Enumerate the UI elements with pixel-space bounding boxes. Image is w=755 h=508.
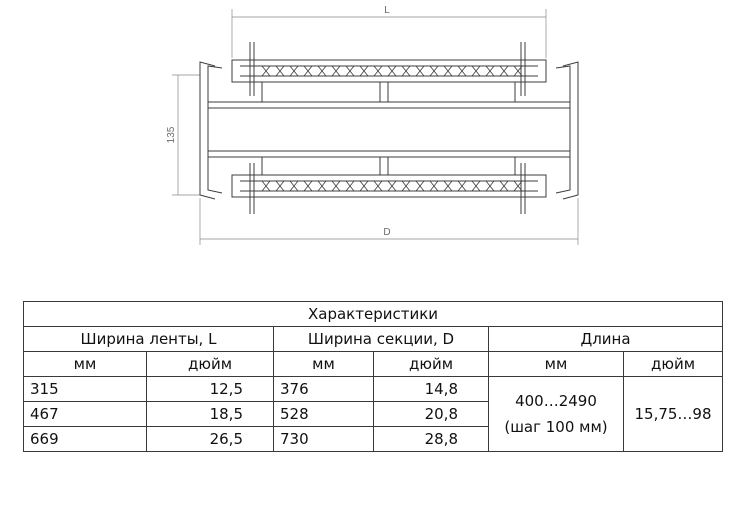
unit-header: мм	[23, 351, 147, 377]
belt-width-in: 18,5	[146, 401, 274, 427]
belt-link-line	[345, 65, 355, 77]
belt-link-line	[387, 65, 397, 77]
unit-header: дюйм	[373, 351, 489, 377]
belt-link-line	[499, 65, 509, 77]
group-length: Длина	[488, 326, 723, 352]
section-width-in: 20,8	[373, 401, 489, 427]
belt-link-line	[303, 180, 313, 192]
belt-link-line	[317, 65, 327, 77]
belt-link-line	[261, 65, 271, 77]
belt-link-line	[387, 180, 397, 192]
belt-link-line	[513, 180, 523, 192]
belt-link-line	[457, 180, 467, 192]
belt-link-line	[373, 65, 383, 77]
section-width-in: 14,8	[373, 376, 489, 402]
length-mm-range: 400…2490	[515, 392, 597, 410]
belt-width-mm: 467	[23, 401, 147, 427]
belt-link-line	[401, 65, 411, 77]
belt-link-line	[359, 180, 369, 192]
unit-header: мм	[488, 351, 624, 377]
length-mm-step: (шаг 100 мм)	[504, 418, 608, 436]
belt-link-line	[485, 65, 495, 77]
belt-link-line	[429, 180, 439, 192]
length-mm: 400…2490 (шаг 100 мм)	[488, 376, 624, 452]
belt-link-line	[513, 65, 523, 77]
dimension-label-l: L	[384, 5, 390, 16]
belt-link-line	[345, 180, 355, 192]
unit-header: мм	[273, 351, 374, 377]
belt-link-line	[373, 180, 383, 192]
unit-header: дюйм	[623, 351, 723, 377]
belt-link-line	[331, 65, 341, 77]
section-width-mm: 730	[273, 426, 374, 452]
belt-link-line	[471, 65, 481, 77]
table-row: 315 12,5 376 14,8 400…2490 (шаг 100 мм) …	[23, 376, 723, 452]
belt-link-line	[415, 180, 425, 192]
section-width-mm: 528	[273, 401, 374, 427]
belt-width-mm: 315	[23, 376, 147, 402]
length-in: 15,75…98	[623, 376, 723, 452]
belt-link-line	[303, 65, 313, 77]
belt-width-in: 26,5	[146, 426, 274, 452]
specifications-table: Характеристики Ширина ленты, L Ширина се…	[23, 301, 723, 452]
belt-link-line	[499, 180, 509, 192]
belt-link-line	[275, 180, 285, 192]
belt-link-line	[401, 180, 411, 192]
belt-link-line	[443, 180, 453, 192]
group-belt-width: Ширина ленты, L	[23, 326, 274, 352]
belt-link-line	[261, 180, 271, 192]
belt-link-line	[415, 65, 425, 77]
belt-link-line	[443, 65, 453, 77]
belt-link-line	[289, 65, 299, 77]
table-title: Характеристики	[23, 301, 723, 327]
belt-link-line	[331, 180, 341, 192]
dimension-label-height: 135	[166, 126, 177, 143]
section-width-in: 28,8	[373, 426, 489, 452]
unit-header: дюйм	[146, 351, 274, 377]
belt-link-line	[485, 180, 495, 192]
conveyor-section-drawing: L D 135	[166, 5, 579, 245]
belt-link-line	[471, 180, 481, 192]
table-row: 467 18,5 528 20,8	[23, 401, 723, 427]
belt-link-line	[317, 180, 327, 192]
belt-link-line	[359, 65, 369, 77]
belt-width-in: 12,5	[146, 376, 274, 402]
belt-link-line	[429, 65, 439, 77]
belt-link-line	[275, 65, 285, 77]
belt-width-mm: 669	[23, 426, 147, 452]
dimension-label-d: D	[383, 227, 390, 238]
belt-link-line	[289, 180, 299, 192]
table-row: 669 26,5 730 28,8	[23, 426, 723, 452]
group-section-width: Ширина секции, D	[273, 326, 489, 352]
belt-link-line	[457, 65, 467, 77]
section-width-mm: 376	[273, 376, 374, 402]
